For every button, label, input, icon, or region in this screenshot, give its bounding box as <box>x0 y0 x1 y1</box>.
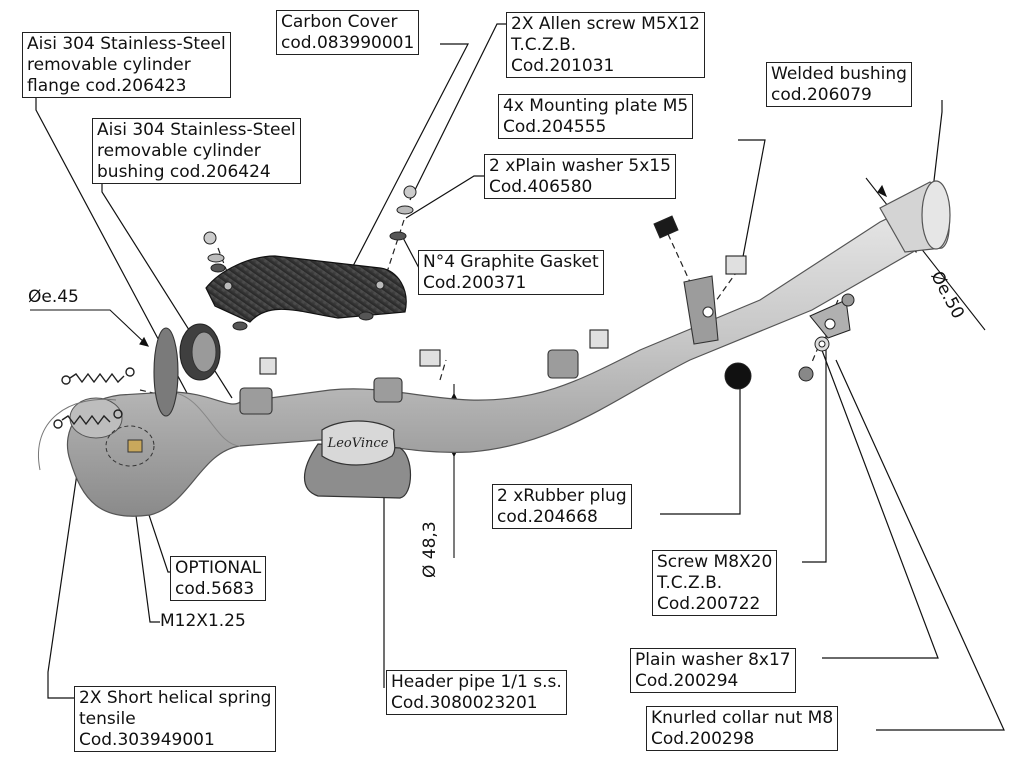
callout-line: T.C.Z.B. <box>657 573 723 593</box>
callout-line: tensile <box>79 709 136 729</box>
callout-line: 2X Short helical spring <box>79 688 272 708</box>
callout-carbon-cover: Carbon Cover cod.083990001 <box>276 10 420 55</box>
callout-line: removable cylinder <box>97 141 261 161</box>
callout-screw-m8: Screw M8X20 T.C.Z.B. Cod.200722 <box>652 550 778 616</box>
optional-sensor-boss <box>105 425 155 467</box>
silencer-body: LeoVince <box>304 420 411 499</box>
callout-line: Knurled collar nut M8 <box>651 708 834 728</box>
diameter-483-label: Ø 48,3 <box>420 521 440 578</box>
callout-line: Header pipe 1/1 s.s. <box>391 672 562 692</box>
callout-optional: OPTIONAL cod.5683 <box>170 556 267 601</box>
allen-screw-2 <box>403 185 417 199</box>
callout-plain-washer-5x15: 2 xPlain washer 5x15 Cod.406580 <box>484 154 676 199</box>
callout-line: cod.204668 <box>497 507 598 527</box>
callout-line: Welded bushing <box>771 64 907 84</box>
callout-line: OPTIONAL <box>175 558 262 578</box>
fasteners <box>203 185 855 390</box>
callout-rubber-plug: 2 xRubber plug cod.204668 <box>492 484 632 529</box>
callout-graphite-gasket: N°4 Graphite Gasket Cod.200371 <box>418 250 604 295</box>
callout-line: removable cylinder <box>27 55 191 75</box>
callout-cylinder-bushing: Aisi 304 Stainless-Steel removable cylin… <box>92 118 301 184</box>
callout-line: Cod.200722 <box>657 594 761 614</box>
pipe-clamps <box>239 275 719 415</box>
knurled-collar-nut <box>841 293 855 307</box>
callout-line: flange cod.206423 <box>27 76 187 96</box>
callout-line: Cod.3080023201 <box>391 693 538 713</box>
spring-1 <box>69 372 125 384</box>
callout-line: Cod.406580 <box>489 177 593 197</box>
mounting-plate-3 <box>589 329 609 349</box>
callout-line: Cod.303949001 <box>79 730 215 750</box>
callout-line: 2 xRubber plug <box>497 486 627 506</box>
callout-line: Cod.201031 <box>511 56 615 76</box>
rubber-plug-top <box>653 215 679 239</box>
springs <box>53 367 135 429</box>
callout-line: Carbon Cover <box>281 12 398 32</box>
washer-2 <box>396 205 414 215</box>
clamp-3 <box>547 349 579 379</box>
callout-line: Aisi 304 Stainless-Steel <box>97 120 296 140</box>
callout-line: 2 xPlain washer 5x15 <box>489 156 671 176</box>
callout-welded-bushing: Welded bushing cod.206079 <box>766 62 912 107</box>
gasket-2 <box>389 231 407 241</box>
header-pipe <box>38 209 926 517</box>
screw-m8 <box>798 366 814 382</box>
brand-logo: LeoVince <box>327 436 389 451</box>
thread-m12-label: M12X1.25 <box>160 611 246 631</box>
clamp-2 <box>373 377 403 403</box>
callout-plain-washer-8x17: Plain washer 8x17 Cod.200294 <box>630 648 796 693</box>
callout-line: Cod.200298 <box>651 729 755 749</box>
rubber-plug-bottom <box>724 362 752 390</box>
callout-line: Cod.200294 <box>635 671 739 691</box>
washer-1 <box>207 253 225 263</box>
callout-allen-screw: 2X Allen screw M5X12 T.C.Z.B. Cod.201031 <box>506 12 705 78</box>
callout-line: Cod.204555 <box>503 117 607 137</box>
callout-header-pipe: Header pipe 1/1 s.s. Cod.3080023201 <box>386 670 567 715</box>
clamp-1 <box>239 387 273 415</box>
cylinder-flange <box>153 323 221 417</box>
callout-line: N°4 Graphite Gasket <box>423 252 599 272</box>
mounting-plates <box>259 255 747 375</box>
spring-2 <box>61 414 111 426</box>
callout-line: T.C.Z.B. <box>511 35 577 55</box>
carbon-cover <box>205 255 407 323</box>
callout-helical-springs: 2X Short helical spring tensile Cod.3039… <box>74 686 277 752</box>
callout-line: bushing cod.206424 <box>97 162 271 182</box>
callout-line: Screw M8X20 <box>657 552 773 572</box>
outlet-flange <box>879 180 951 253</box>
callout-line: cod.5683 <box>175 579 255 599</box>
callout-mounting-plate: 4x Mounting plate M5 Cod.204555 <box>498 94 694 139</box>
callout-line: 2X Allen screw M5X12 <box>511 14 700 34</box>
mounting-plate-4 <box>725 255 747 275</box>
callout-line: Cod.200371 <box>423 273 527 293</box>
callout-line: Plain washer 8x17 <box>635 650 791 670</box>
callout-line: cod.083990001 <box>281 33 415 53</box>
callout-cylinder-flange: Aisi 304 Stainless-Steel removable cylin… <box>22 32 231 98</box>
gasket-1 <box>210 263 226 273</box>
callout-knurled-nut: Knurled collar nut M8 Cod.200298 <box>646 706 839 751</box>
clamp-4 <box>683 275 719 345</box>
callout-line: 4x Mounting plate M5 <box>503 96 689 116</box>
allen-screw-1 <box>203 231 217 245</box>
callout-line: cod.206079 <box>771 85 872 105</box>
gasket-4 <box>358 311 374 321</box>
mounting-plate-1 <box>259 357 277 375</box>
mounting-plate-2 <box>419 349 441 367</box>
gasket-3 <box>232 321 248 331</box>
diameter-45-label: Øe.45 <box>28 287 79 307</box>
callout-line: Aisi 304 Stainless-Steel <box>27 34 226 54</box>
